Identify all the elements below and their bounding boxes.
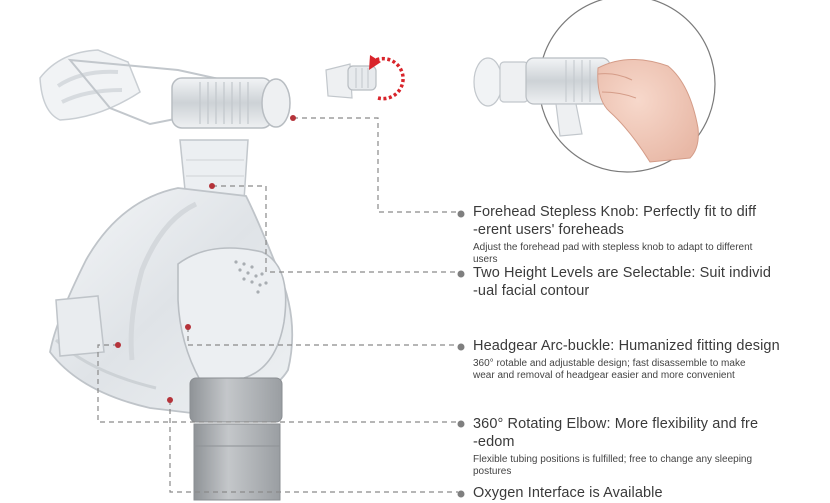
feature-desc: 360° rotable and adjustable design; fast… xyxy=(473,358,746,369)
feature-title-cont: -erent users' foreheads xyxy=(473,222,624,238)
feature-desc: Flexible tubing positions is fulfilled; … xyxy=(473,454,753,465)
nasal-mask-image xyxy=(39,49,294,501)
marker-dots xyxy=(115,115,296,403)
feature-title: Forehead Stepless Knob: Perfectly fit to… xyxy=(473,204,757,220)
knob-detail-image xyxy=(325,63,377,99)
feature-oxygen-interface: Oxygen Interface is Available xyxy=(473,484,793,502)
feature-desc-cont: wear and removal of headgear easier and … xyxy=(473,370,735,381)
feature-rotating-elbow: 360° Rotating Elbow: More flexibility an… xyxy=(473,415,793,478)
feature-forehead-knob: Forehead Stepless Knob: Perfectly fit to… xyxy=(473,203,793,266)
feature-height-levels: Two Height Levels are Selectable: Suit i… xyxy=(473,264,793,300)
rotation-arrow-icon xyxy=(369,55,405,101)
feature-desc: Adjust the forehead pad with stepless kn… xyxy=(473,242,753,253)
feature-headgear-buckle: Headgear Arc-buckle: Humanized fitting d… xyxy=(473,337,793,382)
leader-lines xyxy=(97,117,458,493)
feature-title: Headgear Arc-buckle: Humanized fitting d… xyxy=(473,338,780,354)
feature-desc-cont: postures xyxy=(473,466,512,477)
feature-title: Two Height Levels are Selectable: Suit i… xyxy=(473,265,771,281)
hand-holding-knob-image xyxy=(473,0,716,173)
feature-title: 360° Rotating Elbow: More flexibility an… xyxy=(473,416,759,432)
feature-title-cont: -ual facial contour xyxy=(473,283,590,299)
feature-desc-cont: users xyxy=(473,254,498,265)
feature-title: Oxygen Interface is Available xyxy=(473,485,663,501)
feature-title-cont: -edom xyxy=(473,434,515,450)
